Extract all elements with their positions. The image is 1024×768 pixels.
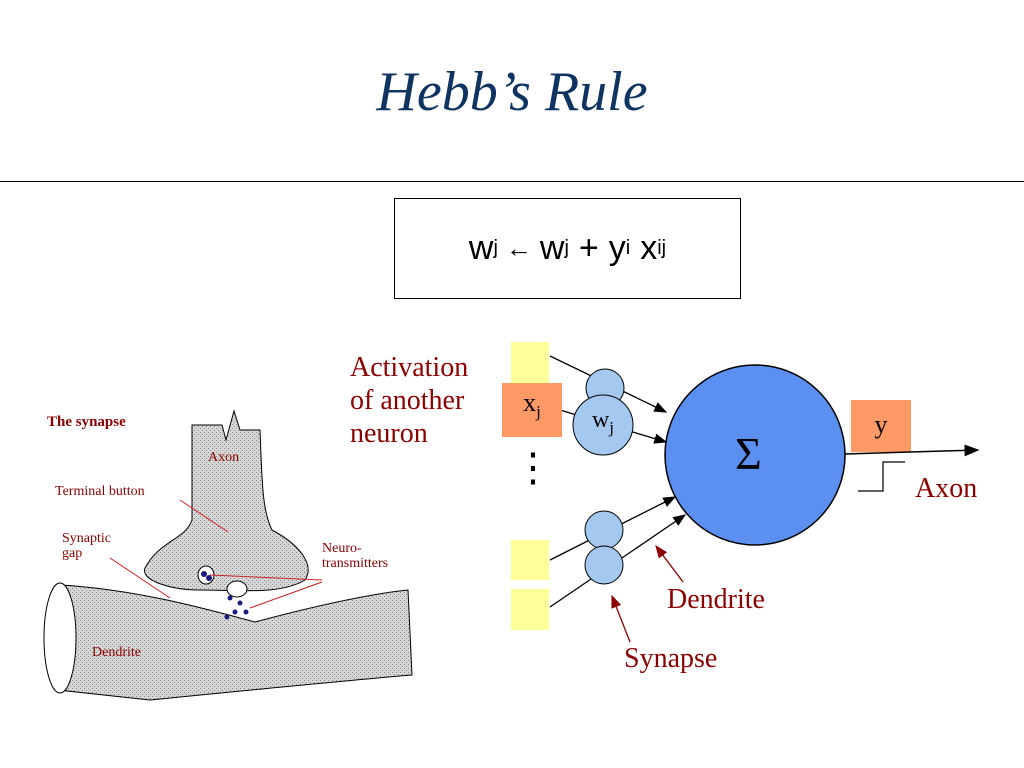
synaptic-gap-line-2: gap: [62, 546, 83, 562]
synapse-illustration: [43, 409, 413, 701]
input-box-1: [511, 342, 549, 384]
w-sub: j: [609, 417, 615, 437]
synapse-node-w: [572, 394, 634, 456]
axon-output-line: [844, 444, 980, 457]
synaptic-gap-line-1: Synaptic: [62, 531, 111, 546]
synapse-node-3: [584, 510, 624, 550]
dendrite-label: Dendrite: [667, 584, 765, 615]
synapse-node-4: [584, 545, 624, 585]
input-box-3: [511, 540, 549, 580]
w-main: w: [591, 407, 610, 433]
dendrite-end: [43, 582, 77, 694]
neuro-line-2: transmitters: [322, 556, 389, 572]
synapse-label: Synapse: [624, 643, 718, 674]
dendrite-shape: [57, 584, 413, 701]
formula-x: x: [640, 229, 658, 267]
formula-i: i: [625, 237, 631, 259]
x-main: x: [523, 388, 537, 417]
neurotransmitter-dots: [201, 571, 249, 620]
activation-line-2: of another: [350, 385, 465, 417]
formula-w-left: w: [468, 229, 494, 267]
formula-plus: +: [578, 229, 599, 267]
x-sub: j: [536, 402, 541, 422]
slide-title: Hebb’s Rule: [376, 61, 648, 123]
axon-label: Axon: [915, 473, 978, 504]
formula-y: y: [608, 229, 626, 267]
title-divider: [0, 181, 1024, 182]
x-label: xj: [502, 388, 562, 422]
formula-ij: ij: [657, 237, 667, 259]
neuro-line-1: Neuro-: [322, 541, 362, 556]
synapse-pointer: [611, 594, 631, 643]
sum-symbol: Σ: [735, 428, 762, 479]
vesicle-2: [226, 580, 248, 598]
synapse-title: The synapse: [47, 414, 126, 430]
activation-line-3: neuron: [350, 418, 428, 450]
dendrite-pointer: [655, 544, 684, 583]
activation-label: Activation of another neuron: [350, 351, 468, 450]
y-label: y: [874, 410, 888, 439]
formula-w-right: w: [539, 229, 565, 267]
synapse-dendrite-label: Dendrite: [92, 645, 141, 660]
w-label: wj: [573, 407, 633, 438]
output-box-y: [851, 400, 911, 452]
terminal-button-label: Terminal button: [55, 484, 145, 499]
synaptic-gap-label: Synaptic gap: [62, 531, 111, 562]
axon-terminal-shape: [144, 409, 309, 592]
neurotransmitters-label: Neuro- transmitters: [322, 541, 388, 572]
neuron-body: [664, 364, 846, 546]
input-box-4: [511, 589, 549, 630]
formula-j-left: j: [493, 237, 498, 259]
ellipsis-icon: ⋮: [513, 445, 553, 490]
activation-line-1: Activation: [350, 352, 469, 383]
formula-j-right: j: [564, 237, 569, 259]
formula-arrow: ←: [505, 233, 532, 263]
synapse-axon-label: Axon: [208, 450, 240, 465]
input-box-x: [502, 383, 562, 437]
step-function-icon: [858, 461, 905, 492]
